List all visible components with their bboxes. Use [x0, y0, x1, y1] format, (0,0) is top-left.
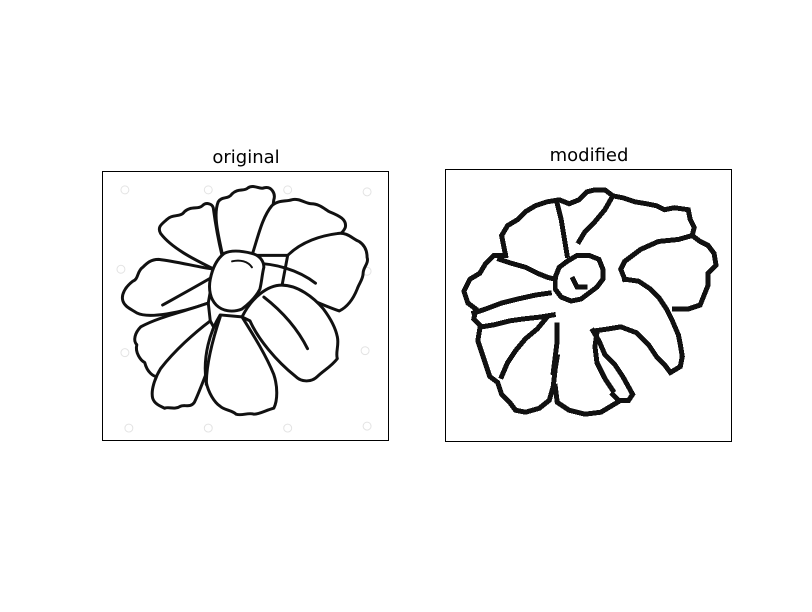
original-panel-title: original — [212, 147, 280, 168]
modified-image-frame — [445, 169, 732, 442]
original-image-frame — [102, 171, 389, 441]
modified-panel-title: modified — [549, 145, 629, 166]
pixelated-flower-outline — [461, 187, 719, 417]
modified-flower-image — [461, 187, 719, 417]
flower-outline — [120, 185, 369, 417]
original-flower-image — [116, 185, 372, 433]
